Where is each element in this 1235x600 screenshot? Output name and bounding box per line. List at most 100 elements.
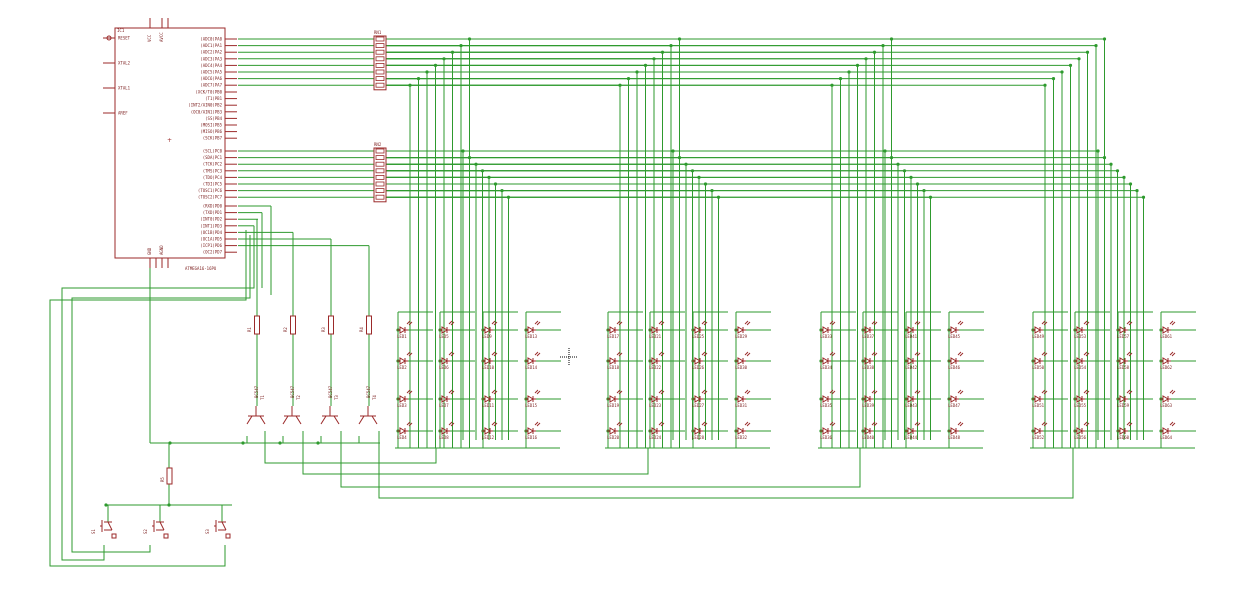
junction-dot xyxy=(1109,162,1113,166)
resistor-element xyxy=(375,63,385,68)
base-resistor xyxy=(328,315,334,335)
led-diode-icon xyxy=(737,357,744,365)
led-diode-icon xyxy=(950,395,957,403)
part-line xyxy=(1085,321,1090,326)
part-line xyxy=(616,351,621,356)
led-diode-icon xyxy=(527,427,534,435)
part-line xyxy=(1085,422,1090,427)
part-line xyxy=(1171,321,1176,326)
led-label: LED7 xyxy=(439,403,449,408)
part-line xyxy=(491,351,496,356)
led-label: LED35 xyxy=(820,403,833,408)
led-label: LED25 xyxy=(692,334,705,339)
part-line xyxy=(1126,421,1131,426)
part-line xyxy=(959,390,964,395)
right-pin-label: (SCK)PB7 xyxy=(203,136,223,141)
led-label: LED4 xyxy=(397,435,407,440)
right-pin-label: (ADC3)PA3 xyxy=(200,56,222,61)
part-line xyxy=(1085,352,1090,357)
led-diode-icon xyxy=(609,395,616,403)
led-label: LED64 xyxy=(1160,435,1173,440)
led-label: LED8 xyxy=(439,435,449,440)
right-pin-label: (TDO)PC4 xyxy=(203,175,223,180)
led-diode-icon xyxy=(822,357,829,365)
part-line xyxy=(295,415,302,425)
right-pin-label: (OC2)PD7 xyxy=(203,250,223,255)
part-line xyxy=(221,521,227,531)
part-line xyxy=(493,422,498,427)
led-label: LED43 xyxy=(905,403,918,408)
microcontroller-part-label: ATMEGA16-16PU xyxy=(185,266,217,271)
transistor-part-label: BC547 xyxy=(254,385,259,398)
part-line xyxy=(450,422,455,427)
microcontroller-ref-label: IC1 xyxy=(117,28,125,33)
resistor-array-label: RN2 xyxy=(374,142,382,147)
right-pin-label: (T1)PB1 xyxy=(205,96,222,101)
part-line xyxy=(1171,422,1176,427)
part-line xyxy=(660,321,665,326)
part-line xyxy=(371,415,378,425)
part-line xyxy=(658,421,663,426)
part-line xyxy=(957,389,962,394)
part-line xyxy=(536,390,541,395)
part-line xyxy=(320,415,327,425)
part-line xyxy=(1083,389,1088,394)
left-pin-label: AREF xyxy=(118,111,128,116)
led-label: LED17 xyxy=(607,334,620,339)
led-label: LED63 xyxy=(1160,403,1173,408)
button-terminal xyxy=(111,533,117,539)
part-line xyxy=(1169,421,1174,426)
led-label: LED50 xyxy=(1032,365,1045,370)
led-label: LED28 xyxy=(692,435,705,440)
led-label: LED33 xyxy=(820,334,833,339)
led-label: LED58 xyxy=(1117,365,1130,370)
led-label: LED56 xyxy=(1074,435,1087,440)
part-line xyxy=(829,320,834,325)
part-line xyxy=(448,421,453,426)
part-line xyxy=(744,421,749,426)
part-line xyxy=(491,421,496,426)
resistor-element xyxy=(375,82,385,88)
part-line xyxy=(534,320,539,325)
part-line xyxy=(1171,390,1176,395)
led-diode-icon xyxy=(609,427,616,435)
led-label: LED59 xyxy=(1117,403,1130,408)
button-label: S2 xyxy=(143,529,148,534)
part-line xyxy=(916,352,921,357)
right-pin-label: (INT1)PD3 xyxy=(200,223,222,228)
led-label: LED39 xyxy=(862,403,875,408)
part-line xyxy=(658,351,663,356)
part-line xyxy=(744,389,749,394)
wire xyxy=(49,230,247,567)
led-diode-icon xyxy=(737,395,744,403)
part-line xyxy=(701,421,706,426)
part-line xyxy=(1171,352,1176,357)
part-line xyxy=(916,422,921,427)
led-label: LED27 xyxy=(692,403,705,408)
base-resistor xyxy=(254,315,260,335)
microcontroller-body xyxy=(114,27,226,259)
part-line xyxy=(1128,321,1133,326)
part-line xyxy=(448,351,453,356)
resistor-array-label: RN1 xyxy=(374,30,382,35)
part-line xyxy=(1041,320,1046,325)
base-resistor-label: R3 xyxy=(321,327,326,332)
part-line xyxy=(1128,390,1133,395)
led-diode-icon xyxy=(1162,395,1169,403)
led-label: LED52 xyxy=(1032,435,1045,440)
bottom-pin-label: GND xyxy=(147,247,152,255)
led-label: LED18 xyxy=(607,365,620,370)
led-label: LED32 xyxy=(735,435,748,440)
part-line xyxy=(358,415,365,425)
wire xyxy=(264,431,437,464)
led-label: LED31 xyxy=(735,403,748,408)
led-diode-icon xyxy=(950,326,957,334)
part-line xyxy=(406,351,411,356)
part-line xyxy=(408,352,413,357)
led-label: LED6 xyxy=(439,365,449,370)
left-pin-label: XTAL2 xyxy=(118,61,131,66)
part-line xyxy=(701,351,706,356)
part-line xyxy=(616,421,621,426)
left-pin-label: RESET xyxy=(118,36,131,41)
led-label: LED24 xyxy=(649,435,662,440)
